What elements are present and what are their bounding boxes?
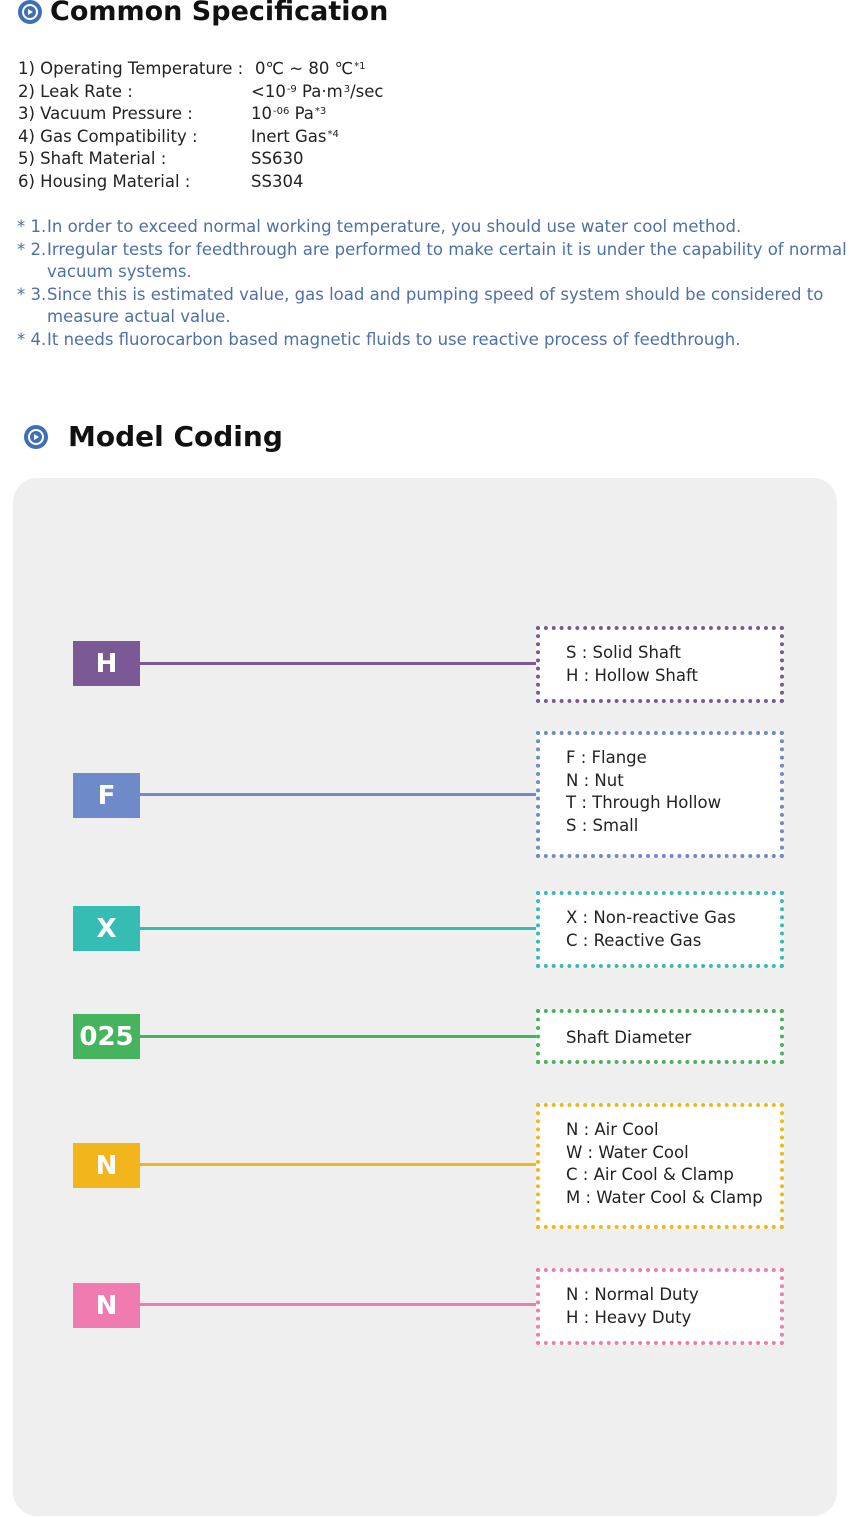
- option-item: S : Solid Shaft: [566, 643, 682, 662]
- code-options-box: F : Flange N : Nut T : Through Hollow S …: [536, 731, 784, 858]
- option-item: S : Small: [566, 815, 639, 835]
- spec-label: 4) Gas Compatibility :: [18, 126, 198, 146]
- spec-notes: * 1.In order to exceed normal working te…: [17, 216, 847, 352]
- code-box: X: [73, 906, 140, 951]
- option-item: N : Air Cool: [566, 1120, 659, 1139]
- code-connector-line: [140, 1035, 538, 1038]
- spec-value: Inert Gas*4: [251, 126, 339, 146]
- note-item: * 2.Irregular tests for feedthrough are …: [17, 239, 847, 282]
- code-box: F: [73, 773, 140, 818]
- note-item: * 4.It needs fluorocarbon based magnetic…: [17, 329, 741, 349]
- code-options-box: N : Normal Duty H : Heavy Duty: [536, 1268, 784, 1345]
- spec-label: 6) Housing Material :: [18, 171, 191, 191]
- code-connector-line: [140, 793, 538, 796]
- spec-label: 2) Leak Rate :: [18, 81, 133, 101]
- code-connector-line: [140, 927, 538, 930]
- option-item: W : Water Cool: [566, 1142, 689, 1162]
- play-circle-icon: [18, 0, 42, 24]
- note-item: * 1.In order to exceed normal working te…: [17, 217, 742, 236]
- spec-label: 3) Vacuum Pressure :: [18, 104, 193, 124]
- code-connector-line: [140, 662, 538, 665]
- code-options-box: X : Non-reactive Gas C : Reactive Gas: [536, 891, 784, 968]
- note-item: * 3.Since this is estimated value, gas l…: [17, 284, 824, 327]
- spec-value: <10-9 Pa·m3/sec: [251, 81, 384, 101]
- spec-label: 1) Operating Temperature :: [18, 59, 244, 78]
- spec-value: SS630: [251, 149, 304, 169]
- spec-value: 10-06 Pa*3: [251, 104, 327, 124]
- option-item: N : Normal Duty: [566, 1285, 699, 1304]
- option-item: C : Reactive Gas: [566, 930, 702, 950]
- option-item: F : Flange: [566, 748, 647, 767]
- common-spec-title: Common Specification: [18, 0, 388, 27]
- spec-label: 5) Shaft Material :: [18, 149, 167, 169]
- code-connector-line: [140, 1163, 538, 1166]
- model-coding-title-text: Model Coding: [68, 420, 283, 453]
- common-spec-title-text: Common Specification: [50, 0, 389, 27]
- option-item: M : Water Cool & Clamp: [566, 1187, 763, 1207]
- play-circle-icon: [24, 424, 48, 449]
- code-box: N: [73, 1283, 140, 1328]
- option-item: H : Hollow Shaft: [566, 665, 698, 685]
- option-item: N : Nut: [566, 770, 624, 790]
- option-item: C : Air Cool & Clamp: [566, 1165, 734, 1185]
- code-options-box: N : Air Cool W : Water Cool C : Air Cool…: [536, 1103, 784, 1229]
- code-box: 025: [73, 1014, 140, 1059]
- option-item: Shaft Diameter: [566, 1028, 692, 1047]
- code-box: H: [73, 641, 140, 686]
- option-item: T : Through Hollow: [566, 793, 722, 813]
- spec-value: 0℃ ~ 80 ℃*1: [255, 59, 366, 78]
- code-options-box: S : Solid Shaft H : Hollow Shaft: [536, 626, 784, 703]
- model-coding-title: Model Coding: [24, 420, 283, 453]
- code-connector-line: [140, 1303, 538, 1306]
- code-options-box: Shaft Diameter: [536, 1009, 784, 1064]
- spec-value: SS304: [251, 171, 304, 191]
- code-box: N: [73, 1143, 140, 1188]
- option-item: X : Non-reactive Gas: [566, 908, 736, 927]
- option-item: H : Heavy Duty: [566, 1307, 692, 1327]
